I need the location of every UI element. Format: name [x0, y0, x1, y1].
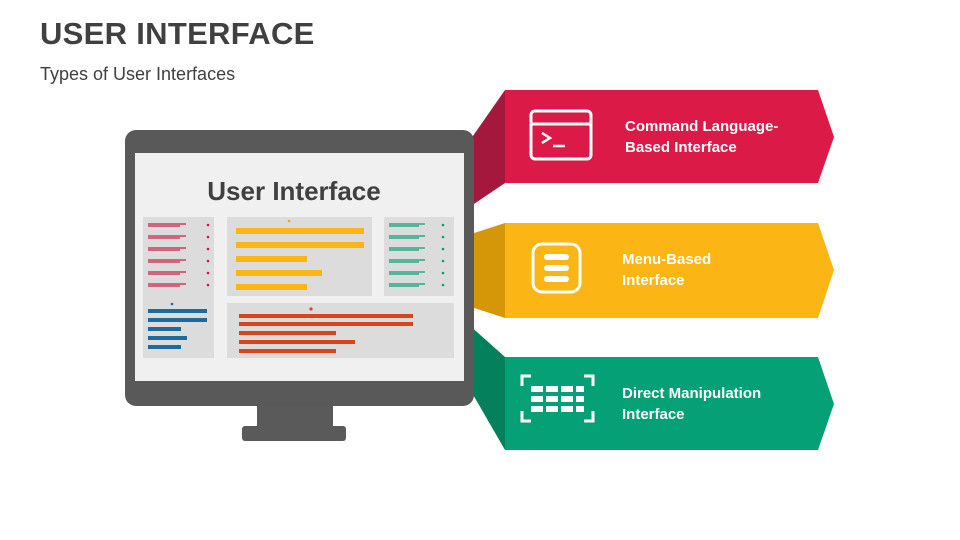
direct-manipulation-grid-icon — [520, 374, 595, 423]
banner-direct-manipulation-label-line2: Interface — [622, 406, 685, 423]
green-list-lines — [389, 223, 425, 287]
fold-menu-based — [468, 223, 505, 318]
banner-menu-based: Menu-Based Interface — [505, 223, 834, 318]
monitor-screen-title: User Interface — [207, 176, 380, 206]
banner-menu-based-label-line2: Interface — [622, 272, 685, 289]
fold-direct-manipulation — [468, 324, 505, 450]
green-list-dots — [441, 223, 445, 287]
banner-direct-manipulation-label-line1: Direct Manipulation — [622, 385, 761, 402]
page-subtitle: Types of User Interfaces — [40, 64, 236, 84]
screen-panel-green-list — [384, 217, 454, 296]
screen-panel-red-list — [143, 217, 214, 296]
banner-direct-manipulation: Direct Manipulation Interface — [505, 357, 834, 450]
terminal-window-icon — [529, 109, 593, 161]
menu-list-icon — [531, 242, 582, 294]
red-list-lines — [148, 223, 186, 287]
banner-command-language-label-line1: Command Language- — [625, 118, 778, 135]
blue-bars — [148, 309, 207, 349]
monitor-stand-base — [242, 426, 346, 441]
monitor: User Interface — [125, 130, 474, 441]
yellow-bars — [236, 228, 364, 290]
orange-bars — [239, 314, 413, 353]
monitor-stand-neck — [257, 403, 333, 428]
banner-menu-based-label-line1: Menu-Based — [622, 251, 711, 268]
fold-command-language — [468, 90, 505, 208]
page-title: USER INTERFACE — [40, 16, 315, 51]
banner-command-language-label-line2: Based Interface — [625, 139, 737, 156]
red-list-dots — [206, 223, 210, 287]
screen-panel-orange-bars — [227, 303, 454, 358]
banner-command-language: Command Language- Based Interface — [505, 90, 834, 183]
